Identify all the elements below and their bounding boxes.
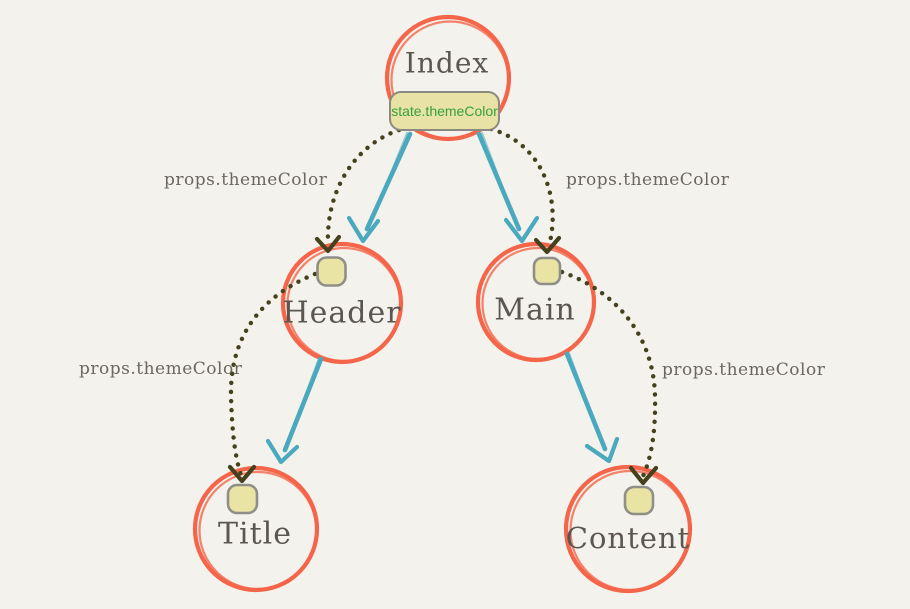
node-label-title: Title: [217, 516, 293, 552]
node-circle-header: [280, 241, 404, 365]
node-label-index: Index: [404, 46, 490, 80]
prop-target-box-title: [226, 483, 259, 515]
tree-edge-index-header: [346, 131, 413, 244]
prop-edge-label-title: props.themeColor: [79, 359, 243, 379]
prop-edge-main-content: [559, 269, 659, 486]
node-circle-main: [475, 241, 597, 363]
node-label-header: Header: [282, 295, 402, 331]
prop-edge-index-header: [314, 127, 402, 254]
node-label-content: Content: [565, 521, 691, 555]
prop-target-box-main: [532, 256, 562, 286]
prop-target-box-content: [623, 485, 655, 516]
state-badge: state.themeColor: [389, 91, 500, 131]
prop-edge-index-main: [488, 126, 562, 255]
node-circle-index: [384, 14, 512, 142]
prop-edge-label-main: props.themeColor: [566, 170, 730, 190]
node-label-main: Main: [494, 292, 576, 328]
node-circle-content: [563, 464, 693, 594]
tree-edge-index-main: [476, 131, 540, 244]
prop-edge-label-header: props.themeColor: [164, 170, 328, 190]
tree-edge-main-content: [564, 351, 620, 464]
tree-edge-header-title: [265, 356, 324, 465]
prop-edge-label-content: props.themeColor: [662, 360, 826, 380]
prop-edge-header-title: [227, 271, 318, 484]
node-circle-title: [192, 465, 320, 593]
prop-target-box-header: [316, 256, 347, 287]
